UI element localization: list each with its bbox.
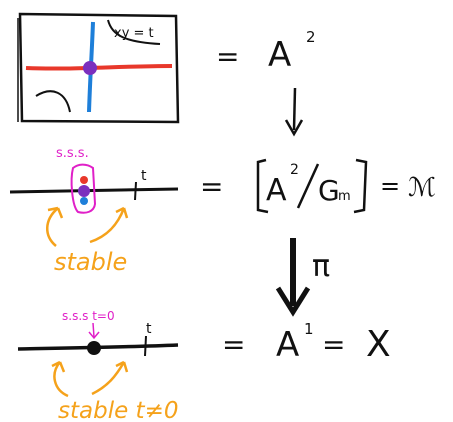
row2-rhs-main: A (266, 173, 287, 208)
row2-equals: = (200, 170, 223, 203)
row3-rhs-sup: 1 (304, 320, 314, 338)
row2-left: s.s.s. t stable (9, 146, 179, 276)
row2-slash (296, 163, 320, 209)
row2-rhs-div: G (318, 174, 340, 207)
red-point (80, 176, 88, 184)
row2-annotation: stable (54, 248, 127, 276)
box-frame (18, 12, 180, 124)
row3-annotation: stable t≠0 (58, 398, 178, 422)
row3-arrow-left (51, 360, 69, 398)
row3-rhs-result: X (366, 324, 391, 365)
row3-pink-arrow (88, 322, 100, 340)
row1-rhs: A (268, 35, 291, 75)
row3-rhs: A (276, 325, 299, 365)
row3-left: s.s.s t=0 t stable t≠0 (17, 309, 178, 422)
sss-label: s.s.s. (56, 146, 89, 161)
row3-equals: = (222, 328, 245, 361)
row3-point (87, 341, 101, 355)
row2-line (9, 187, 179, 194)
row2-eq2: = (380, 172, 400, 200)
row1-rhs-sup: 2 (306, 28, 316, 46)
curve-label: xy = t (114, 26, 154, 41)
blue-point (80, 197, 88, 205)
row3-eq2: = (322, 328, 345, 361)
row2-arrow-right (89, 206, 129, 244)
row2-rhs-sup: 2 (290, 162, 299, 178)
hyperbola-bottom (35, 90, 71, 113)
row1-equals: = (216, 40, 239, 73)
purple-point (78, 185, 90, 197)
map-arrow-pi (275, 238, 311, 317)
map-pi-label: π (312, 249, 330, 284)
origin-point (83, 61, 97, 75)
map-arrow-1 (284, 87, 304, 137)
row2-point-label: t (141, 168, 147, 184)
row2-rhs-result: ℳ (408, 173, 436, 203)
row3-point-label: t (146, 321, 152, 337)
sss-loop (70, 163, 97, 214)
row3-tick (144, 335, 147, 357)
row2-rhs-div-sub: m (338, 189, 351, 204)
row2-bracket-left (256, 158, 269, 214)
red-axis (25, 64, 173, 71)
hyperbola-top (107, 19, 161, 45)
row3-sss-label: s.s.s t=0 (62, 309, 115, 323)
row2-tick (134, 181, 137, 201)
top-box: xy = t (17, 12, 180, 124)
row3-arrow-right (91, 360, 129, 396)
row2-arrow-left (46, 206, 64, 247)
row2-bracket-right (353, 158, 368, 214)
